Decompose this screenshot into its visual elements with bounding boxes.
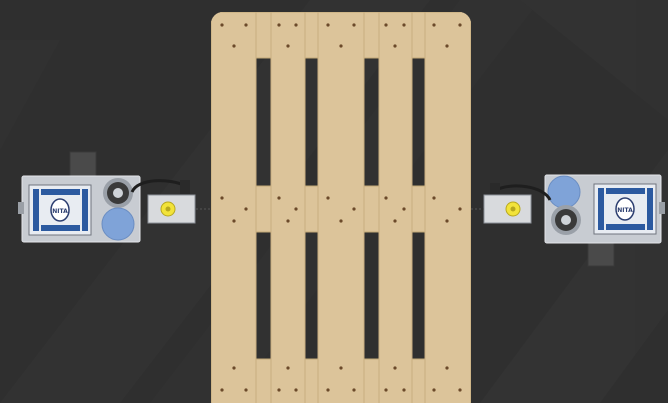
brand-badge-text: NITA xyxy=(617,207,633,214)
label-roll-top-icon xyxy=(548,176,580,208)
pallet-board-5 xyxy=(425,12,471,403)
label-roll-bottom-icon xyxy=(102,208,134,240)
pallet xyxy=(211,12,471,403)
brand-badge-text: NITA xyxy=(52,208,68,215)
pallet-board-4 xyxy=(379,12,412,403)
pallet-board-1 xyxy=(211,12,256,403)
pallet-board-3 xyxy=(318,12,364,403)
mount-post-icon xyxy=(588,240,614,266)
mount-post-icon xyxy=(70,152,96,178)
pallet-board-2 xyxy=(271,12,305,403)
